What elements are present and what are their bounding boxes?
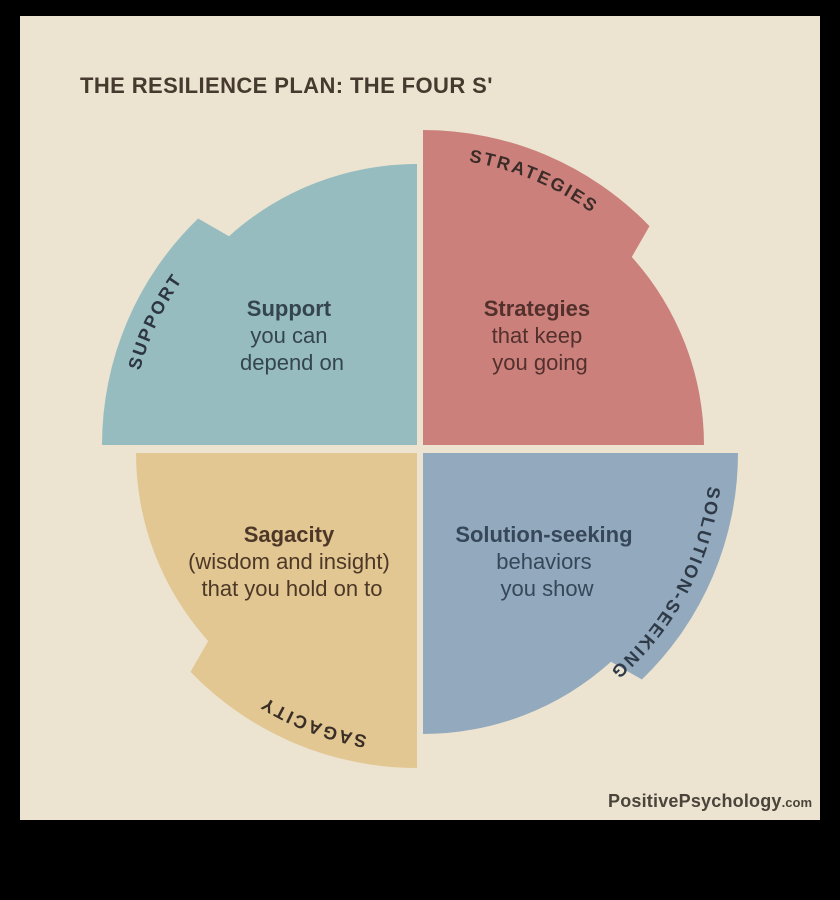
quadrant-sagacity (136, 453, 417, 768)
center-text-solution-seeking: Solution-seeking behaviors you show (455, 522, 638, 601)
quadrant-solution-seeking (423, 453, 738, 734)
brand-watermark: PositivePsychology.com (608, 791, 812, 812)
quadrant-strategies (423, 130, 704, 445)
brand-name: PositivePsychology (607, 791, 782, 811)
page-title: THE RESILIENCE PLAN: THE FOUR S' (80, 73, 493, 98)
center-text-support: Support you can depend on (240, 296, 344, 375)
quadrant-support (102, 164, 417, 445)
center-text-sagacity: Sagacity (wisdom and insight) that you h… (188, 522, 396, 601)
center-text-strategies: Strategies that keep you going (484, 296, 597, 375)
brand-tld: .com (781, 795, 812, 810)
